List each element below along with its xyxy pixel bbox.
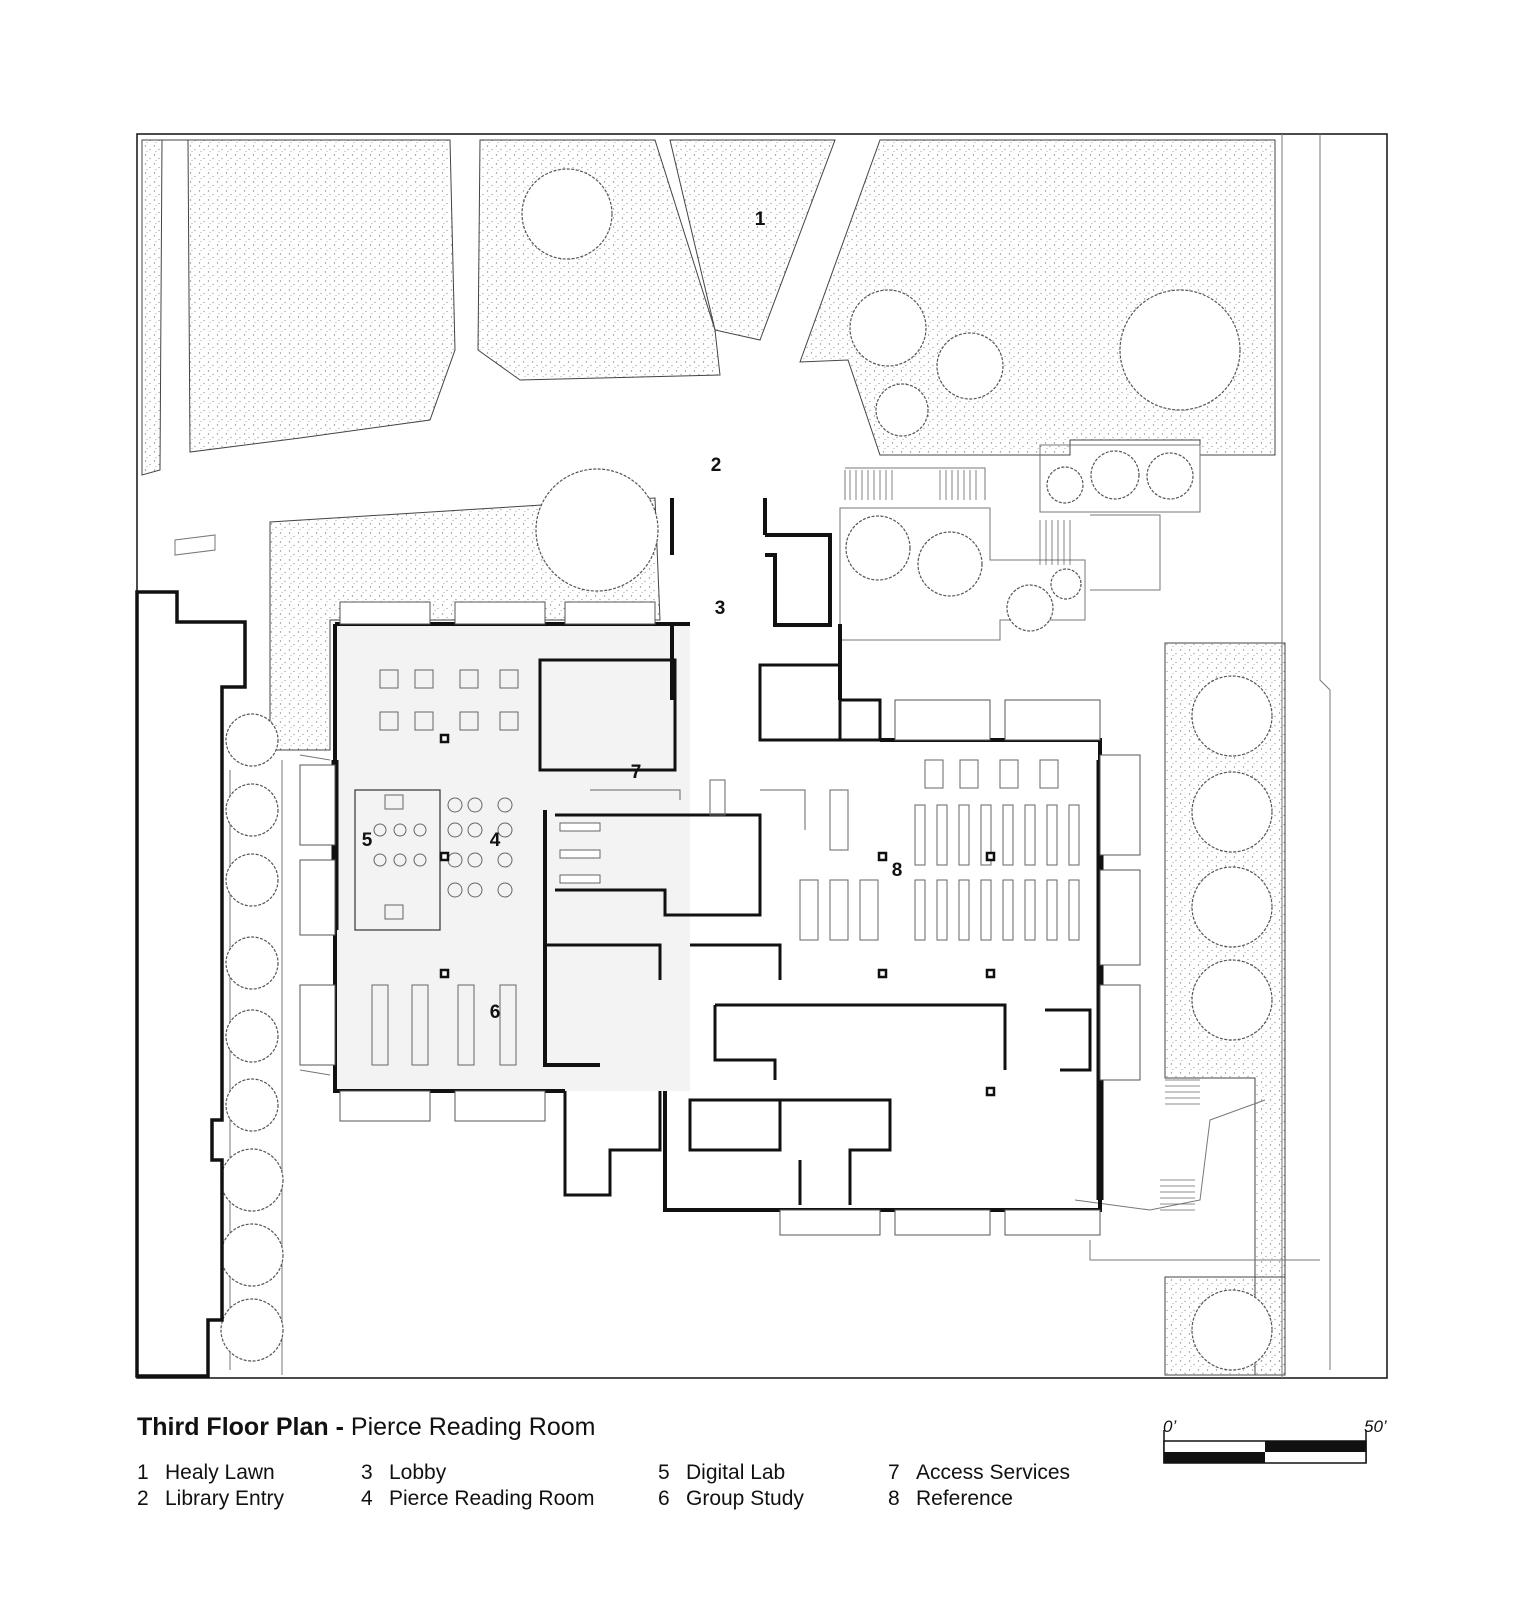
scale-bar	[1163, 1430, 1367, 1464]
legend-number: 6	[658, 1487, 670, 1510]
legend-item: 3 Lobby	[361, 1460, 594, 1486]
legend-label: Lobby	[389, 1461, 447, 1484]
room-number-2: 2	[711, 455, 722, 476]
legend-number: 1	[137, 1461, 149, 1484]
caption-subtitle: Pierce Reading Room	[350, 1413, 596, 1441]
legend-label: Group Study	[686, 1487, 804, 1510]
caption-title: Third Floor Plan	[137, 1413, 329, 1441]
legend-number: 5	[658, 1461, 670, 1484]
legend-item: 1 Healy Lawn	[137, 1460, 284, 1486]
legend-item: 8 Reference	[888, 1486, 1070, 1512]
legend-label: Library Entry	[165, 1487, 285, 1510]
legend-number: 2	[137, 1487, 149, 1510]
legend-number: 7	[888, 1461, 900, 1484]
legend-label: Reference	[916, 1487, 1013, 1510]
room-number-1: 1	[755, 209, 766, 230]
legend-number: 3	[361, 1461, 373, 1484]
legend-item: 5 Digital Lab	[658, 1460, 804, 1486]
legend-column-1: 1 Healy Lawn 2 Library Entry	[137, 1460, 284, 1512]
trees	[220, 168, 1273, 1371]
room-number-6: 6	[490, 1002, 501, 1023]
site-lines	[174, 134, 1331, 1378]
legend-item: 2 Library Entry	[137, 1486, 284, 1512]
scale-start-label: 0’	[1163, 1417, 1177, 1436]
legend-label: Access Services	[916, 1461, 1071, 1484]
legend-item: 4 Pierce Reading Room	[361, 1486, 594, 1512]
room-number-8: 8	[892, 860, 903, 881]
room-number-5: 5	[362, 830, 373, 851]
room-numbers: 1 2 3 4 5 6 7 8	[362, 209, 903, 1023]
room-number-7: 7	[631, 762, 642, 783]
plan-caption: Third Floor Plan - Pierce Reading Room	[137, 1413, 595, 1442]
legend-number: 8	[888, 1487, 900, 1510]
legend-column-4: 7 Access Services 8 Reference	[888, 1460, 1070, 1512]
room-number-3: 3	[715, 598, 726, 619]
window-bays	[299, 601, 1141, 1236]
adjacent-building	[135, 590, 247, 1378]
exterior-steps	[849, 470, 1200, 1211]
furniture	[371, 669, 1059, 1066]
legend-column-3: 5 Digital Lab 6 Group Study	[658, 1460, 804, 1512]
caption-separator: -	[328, 1413, 351, 1441]
scale-end-label: 50’	[1364, 1417, 1387, 1436]
legend-label: Pierce Reading Room	[389, 1487, 595, 1510]
room-number-4: 4	[490, 830, 501, 851]
legend-label: Digital Lab	[686, 1461, 786, 1484]
columns	[439, 733, 996, 1097]
legend-column-2: 3 Lobby 4 Pierce Reading Room	[361, 1460, 594, 1512]
legend-item: 7 Access Services	[888, 1460, 1070, 1486]
legend-item: 6 Group Study	[658, 1486, 804, 1512]
legend-label: Healy Lawn	[165, 1461, 275, 1484]
book-stacks	[559, 804, 1080, 941]
legend-number: 4	[361, 1487, 373, 1510]
